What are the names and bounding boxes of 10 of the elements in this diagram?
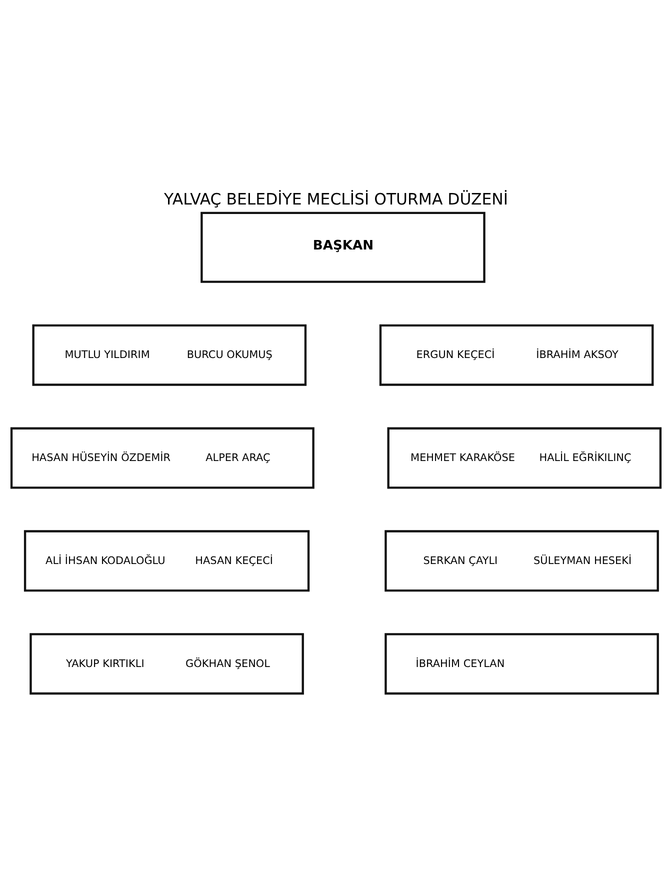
- node-box: HASAN HÜSEYİN ÖZDEMİR ALPER ARAÇ: [10, 427, 314, 489]
- node-box: İBRAHİM CEYLAN: [384, 633, 659, 695]
- node-box: ERGUN KEÇECİ İBRAHİM AKSOY: [379, 324, 654, 386]
- node-box: SERKAN ÇAYLI SÜLEYMAN HESEKİ: [384, 530, 659, 592]
- node-box: ALİ İHSAN KODALOĞLU HASAN KEÇECİ: [24, 530, 310, 592]
- node-box: MEHMET KARAKÖSE HALİL EĞRİKILINÇ: [387, 427, 662, 489]
- diagram-title: YALVAÇ BELEDİYE MECLİSİ OTURMA DÜZENİ: [164, 190, 508, 209]
- node-box: BAŞKAN: [200, 212, 486, 283]
- node-box: YAKUP KIRTIKLI GÖKHAN ŞENOL: [30, 633, 304, 695]
- node-box: MUTLU YILDIRIM BURCU OKUMUŞ: [32, 324, 307, 386]
